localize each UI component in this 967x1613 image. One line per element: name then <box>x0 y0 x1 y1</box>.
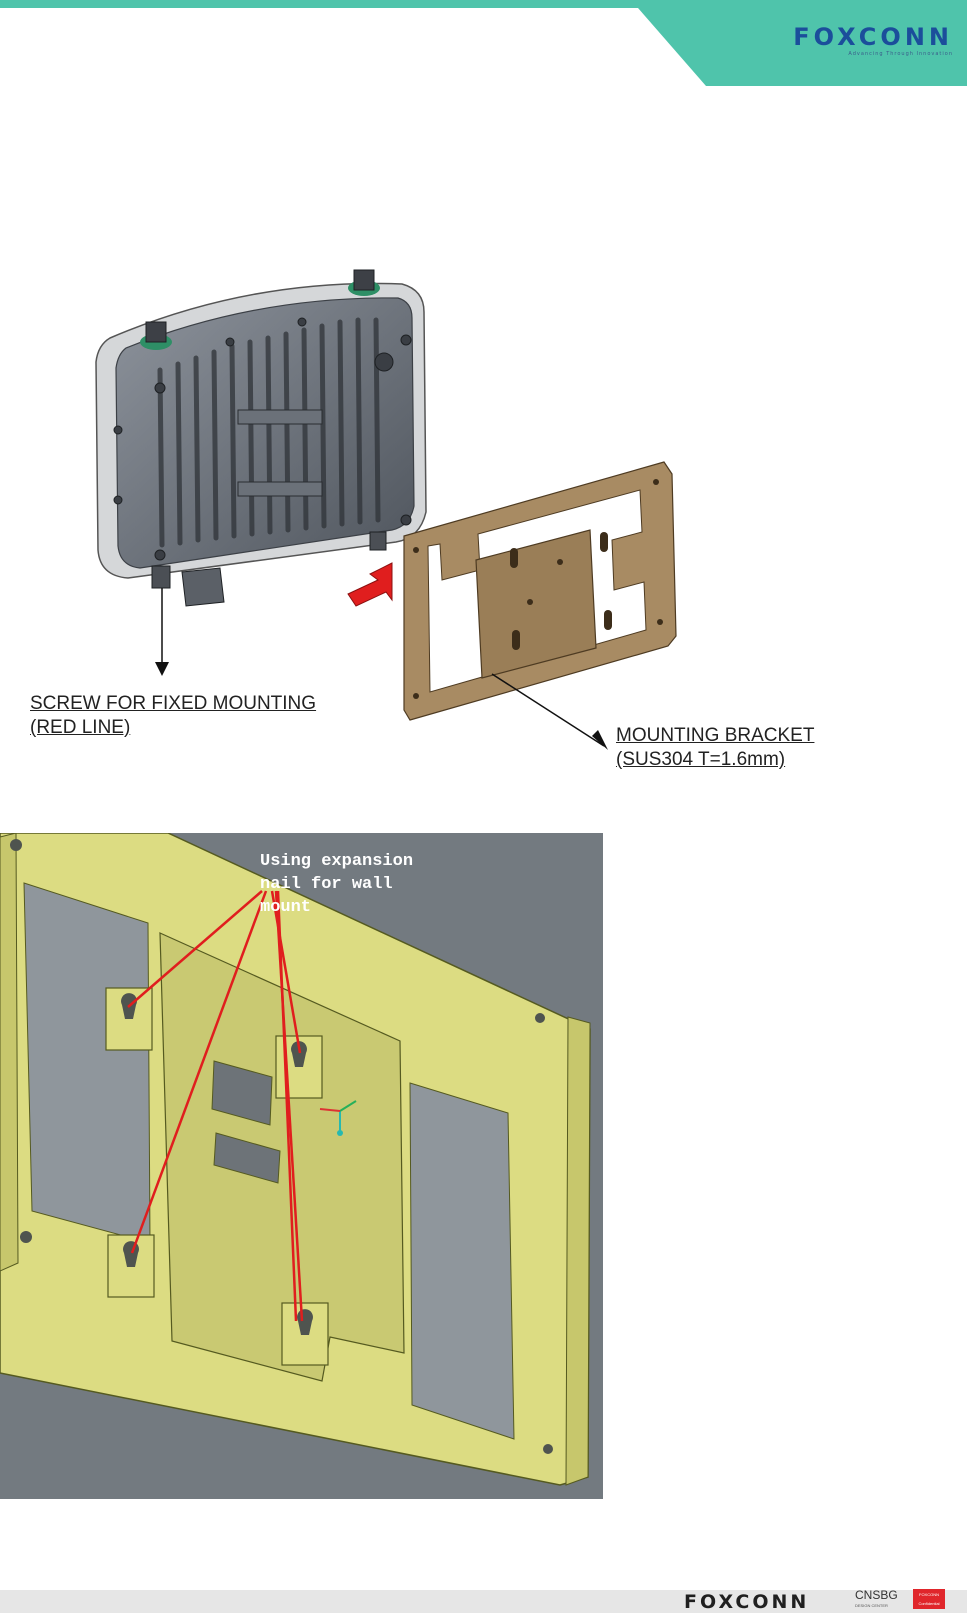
header-logo-tagline: Advancing Through Innovation <box>793 51 953 57</box>
screw-callout-line2: (RED LINE) <box>30 716 316 740</box>
footer-bar <box>0 1590 967 1613</box>
antenna-connector-right <box>348 270 380 296</box>
wall-mount-note-line2: nail for wall <box>260 873 430 896</box>
footer-unit: CNSBG <box>855 1589 898 1602</box>
figure-bracket-wall-mount <box>0 833 603 1499</box>
access-point-unit <box>96 270 426 606</box>
confidential-badge-line2: Confidential <box>913 1599 945 1608</box>
screw-callout-line1: SCREW FOR FIXED MOUNTING <box>30 692 316 716</box>
attach-direction-arrow <box>348 563 392 606</box>
bracket-callout-line2: (SUS304 T=1.6mm) <box>616 748 814 772</box>
footer-logo: FOXCONN <box>684 1591 809 1613</box>
confidential-badge: FOXCONN Confidential <box>913 1589 945 1609</box>
bracket-callout: MOUNTING BRACKET (SUS304 T=1.6mm) <box>616 724 814 772</box>
screw-callout: SCREW FOR FIXED MOUNTING (RED LINE) <box>30 692 316 740</box>
footer-unit-sub: DESIGN CENTER <box>855 1603 888 1608</box>
bracket-callout-line1: MOUNTING BRACKET <box>616 724 814 748</box>
header-logo: FOXCONN Advancing Through Innovation <box>793 24 953 57</box>
wall-mount-note-line1: Using expansion <box>260 850 430 873</box>
wall-mount-note-line3: mount <box>260 896 430 919</box>
wall-mount-note: Using expansion nail for wall mount <box>260 850 430 919</box>
confidential-badge-line1: FOXCONN <box>913 1590 945 1599</box>
header-logo-word: FOXCONN <box>793 24 953 50</box>
mounting-bracket <box>404 462 676 720</box>
